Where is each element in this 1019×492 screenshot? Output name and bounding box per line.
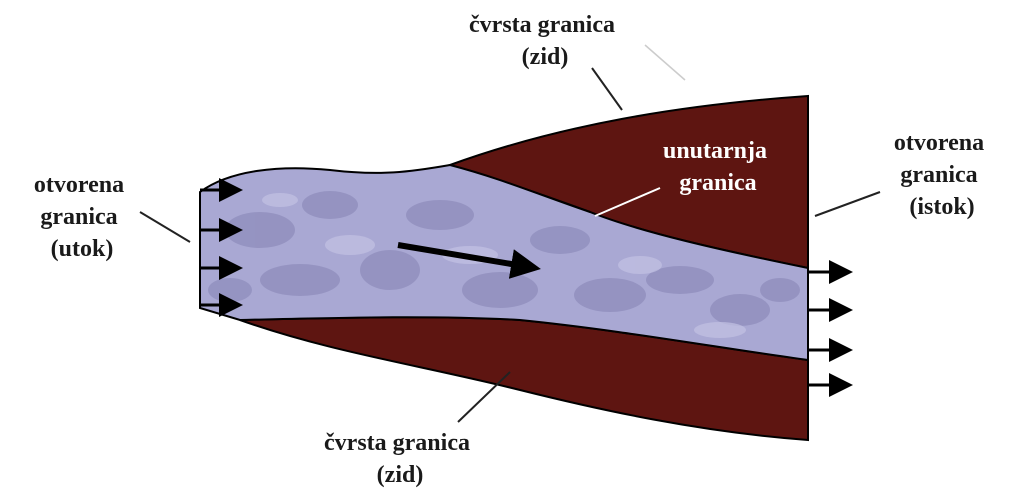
- leader-top-wall-faint: [645, 45, 685, 80]
- leader-inlet: [140, 212, 190, 242]
- bottom-wall-label: čvrsta granica (zid): [324, 430, 476, 488]
- leader-outlet: [815, 192, 880, 216]
- leader-top-wall: [592, 68, 622, 110]
- outlet-arrows: [808, 272, 850, 385]
- top-wall-label: čvrsta granica (zid): [469, 12, 621, 70]
- outlet-label: otvorena granica (istok): [894, 130, 990, 220]
- inlet-label: otvorena granica (utok): [34, 172, 130, 262]
